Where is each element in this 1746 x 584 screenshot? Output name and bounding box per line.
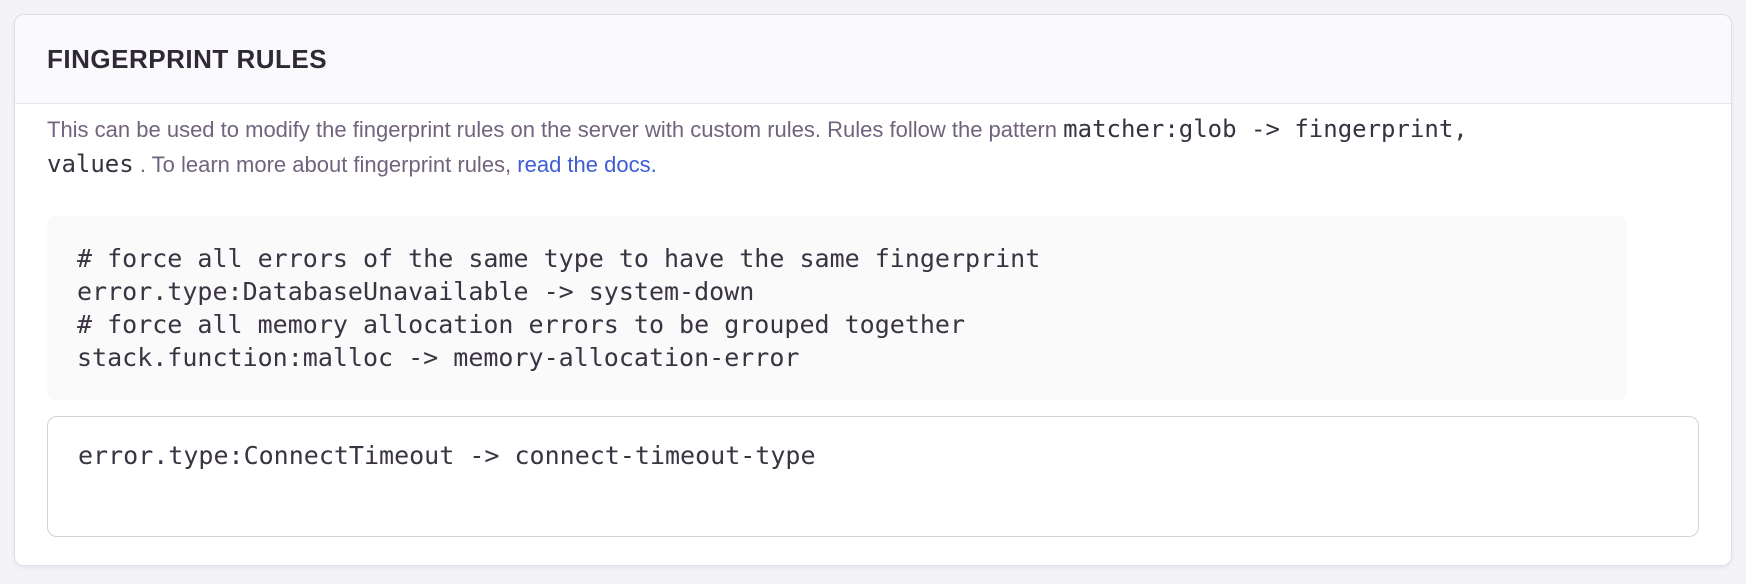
description-text-after-code: . To learn more about fingerprint rules,	[133, 152, 518, 177]
pattern-inline-code-line1: matcher:glob -> fingerprint,	[1063, 115, 1468, 143]
panel-header: FINGERPRINT RULES	[15, 15, 1731, 104]
panel-title: FINGERPRINT RULES	[47, 44, 328, 74]
fingerprint-rules-textarea[interactable]: error.type:ConnectTimeout -> connect-tim…	[47, 416, 1699, 537]
description-text-before-code: This can be used to modify the fingerpri…	[47, 117, 1064, 142]
example-rules-code-block: # force all errors of the same type to h…	[47, 216, 1627, 400]
pattern-inline-code-line2: values	[47, 150, 134, 178]
panel-body: This can be used to modify the fingerpri…	[15, 104, 1731, 565]
read-the-docs-link[interactable]: read the docs.	[517, 152, 657, 177]
panel-description: This can be used to modify the fingerpri…	[47, 112, 1699, 182]
fingerprint-rules-panel: FINGERPRINT RULES This can be used to mo…	[14, 14, 1732, 566]
